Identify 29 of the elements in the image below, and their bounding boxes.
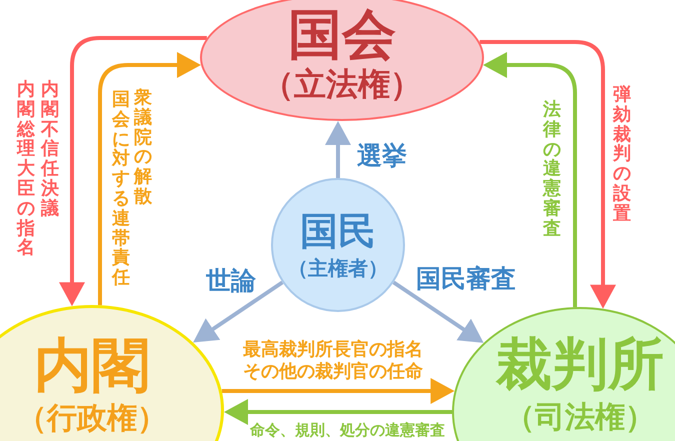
arrow	[483, 52, 577, 308]
node-subtitle: （行政権）	[17, 404, 167, 434]
arrow	[480, 40, 616, 309]
node-title: 裁判所	[496, 337, 664, 393]
node-title: 国民	[300, 212, 376, 250]
node-subtitle: （司法権）	[505, 403, 655, 433]
arrow-label: その他の裁判官の任命	[243, 363, 423, 381]
node-title: 国会	[288, 8, 396, 62]
edge-label: 弾劾裁判の設置	[613, 85, 631, 224]
arrow	[325, 121, 351, 178]
edge-label: 衆議院の解散	[134, 88, 152, 207]
node-title: 内閣	[34, 336, 150, 394]
arrow	[193, 280, 284, 342]
arrow	[98, 52, 201, 306]
edge-label: 法律の違憲審査	[543, 100, 561, 239]
edge-label: 内閣不信任決議	[41, 80, 59, 219]
arrow-label: 内閣総理大臣の指名	[17, 80, 35, 258]
arrow	[222, 378, 455, 404]
edge-label: 最高裁判所長官の指名	[243, 341, 423, 359]
node-subtitle: （主権者）	[288, 258, 388, 278]
arrow	[224, 399, 452, 425]
edge-label: 国民審査	[416, 266, 516, 291]
arrow-label: 国会に対する連帯責任	[112, 90, 130, 288]
arrow	[59, 36, 207, 306]
arrow	[392, 280, 484, 343]
node-subtitle: （立法権）	[262, 68, 422, 100]
edge-label: 選挙	[357, 143, 407, 168]
edge-label: 世論	[206, 268, 256, 293]
edge-label: 命令、規則、処分の違憲審査	[250, 423, 445, 438]
